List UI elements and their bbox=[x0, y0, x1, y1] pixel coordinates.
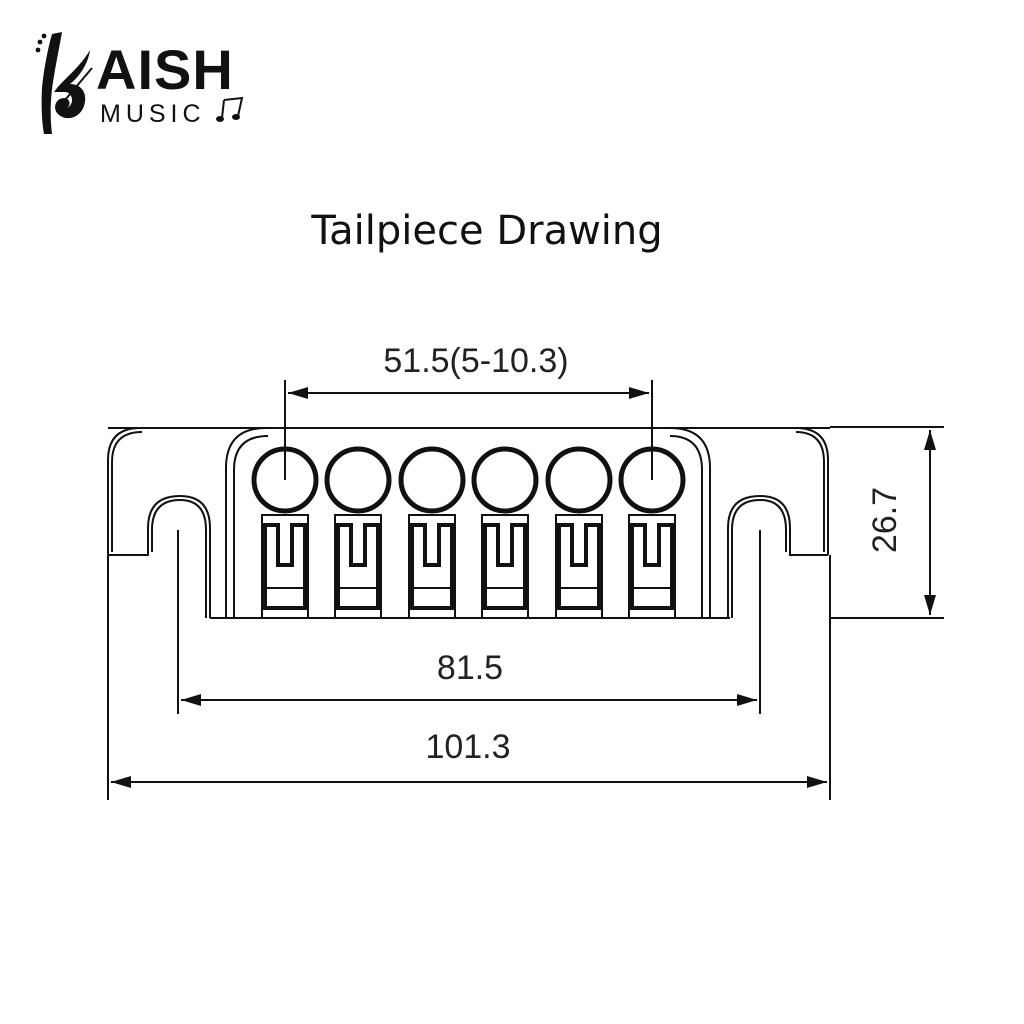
dimension-stud-spacing bbox=[177, 530, 761, 714]
saddle-slot-2 bbox=[334, 514, 382, 619]
string-hole-2 bbox=[324, 446, 392, 514]
center-block bbox=[108, 427, 830, 619]
dimension-string-spacing bbox=[284, 380, 653, 480]
dimension-label-stud-spacing: 81.5 bbox=[437, 649, 503, 687]
brand-name: AISH bbox=[96, 38, 234, 101]
dimension-label-string-spacing: 51.5(5-10.3) bbox=[383, 342, 568, 380]
brand-logo: AISH MUSIC bbox=[30, 28, 250, 138]
dimension-label-height: 26.7 bbox=[866, 487, 904, 553]
dimension-label-overall-width: 101.3 bbox=[425, 728, 510, 766]
string-holes bbox=[251, 446, 686, 514]
drawing-title: Tailpiece Drawing bbox=[311, 208, 663, 254]
saddle-slot-1 bbox=[261, 514, 309, 619]
saddle-slots bbox=[261, 514, 676, 619]
music-note-icon bbox=[216, 96, 244, 122]
saddle-slot-4 bbox=[481, 514, 529, 619]
string-hole-5 bbox=[545, 446, 613, 514]
string-hole-3 bbox=[398, 446, 466, 514]
saddle-slot-3 bbox=[408, 514, 456, 619]
saddle-slot-6 bbox=[628, 514, 676, 619]
guitar-headstock-icon bbox=[35, 32, 93, 134]
right-wing bbox=[698, 427, 831, 800]
string-hole-4 bbox=[471, 446, 539, 514]
dimension-height bbox=[830, 426, 944, 615]
brand-subtitle: MUSIC bbox=[100, 100, 206, 128]
left-wing bbox=[107, 427, 238, 800]
saddle-slot-5 bbox=[555, 514, 603, 619]
